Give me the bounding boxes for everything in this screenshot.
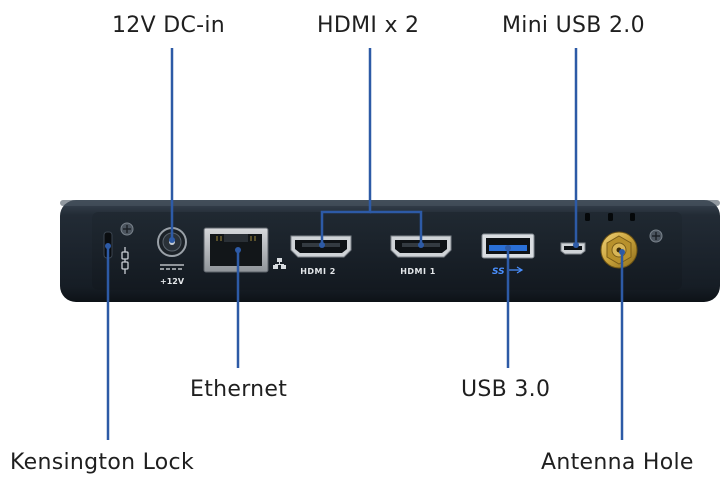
superspeed-usb-icon: SS [492,266,524,277]
leader-lines [106,48,624,440]
label-mini-usb: Mini USB 2.0 [502,13,645,38]
usb-ss-mark: SS [492,267,505,277]
label-antenna: Antenna Hole [541,450,694,475]
ethernet-port [203,227,286,273]
antenna-connector [600,231,638,269]
screw-icon [649,229,663,243]
label-hdmi: HDMI x 2 [317,13,420,38]
dc-polarity-icon [160,264,184,270]
screw-icon [120,222,134,236]
label-usb3: USB 3.0 [461,377,551,402]
label-dc-in: 12V DC-in [112,13,226,38]
hdmi-1-mark: HDMI 1 [400,267,436,276]
network-icon [273,258,286,269]
leader-line-hdmi-right [370,210,423,245]
antenna-holes [585,213,635,221]
lock-icon [121,247,129,274]
leader-endpoints [105,237,625,255]
dc-voltage-mark: +12V [160,277,185,286]
leader-line-hdmi-left [320,48,372,245]
mini-usb-port [560,242,586,255]
hdmi-2-mark: HDMI 2 [300,267,336,276]
label-ethernet: Ethernet [190,377,288,402]
label-kensington: Kensington Lock [10,450,194,475]
